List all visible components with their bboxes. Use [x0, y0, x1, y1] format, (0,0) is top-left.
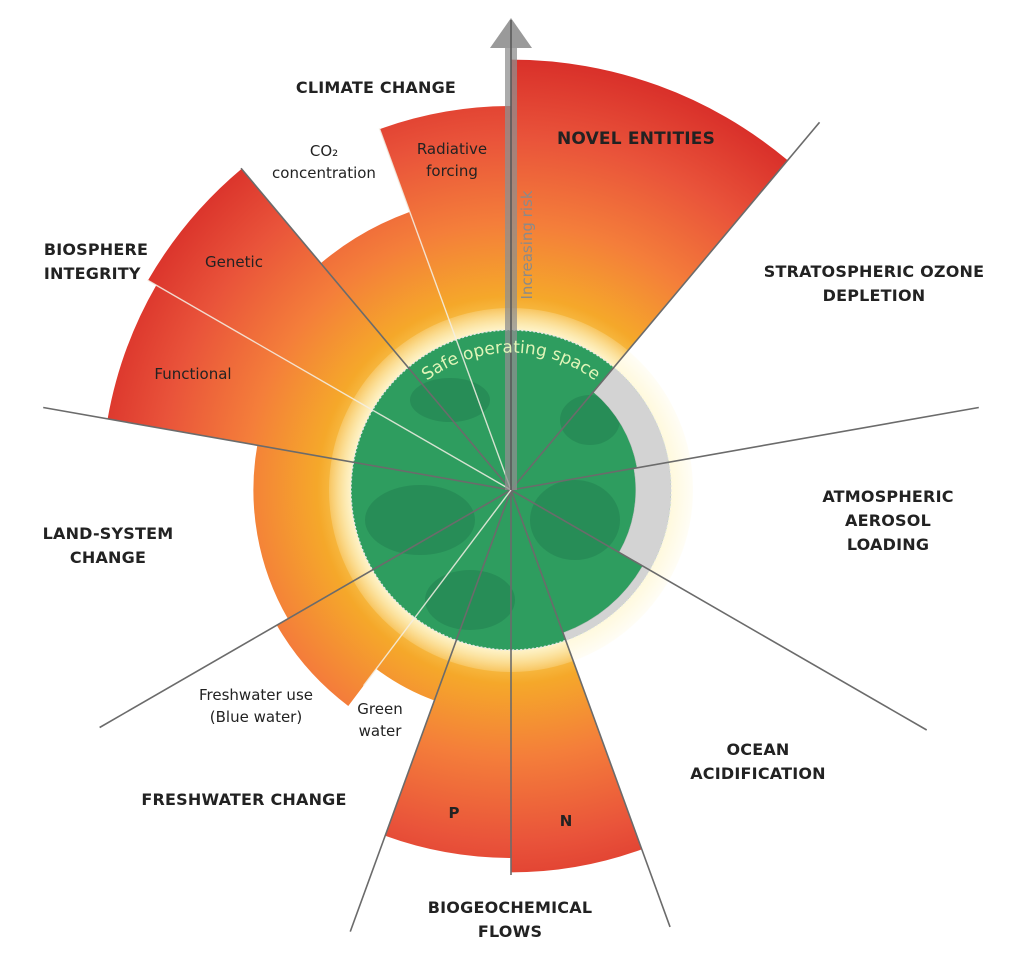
label-blue-water: Freshwater use(Blue water) — [199, 686, 313, 726]
sub-boundary-separator — [362, 489, 512, 687]
label-genetic: Genetic — [205, 253, 263, 271]
boundary-separator — [43, 406, 512, 491]
wedge-unused-stratospheric-ozone-depletion-0 — [593, 367, 669, 468]
wedge-biosphere-integrity-genetic — [147, 168, 410, 411]
wedge-unused-ocean-acidification-0 — [562, 566, 650, 641]
boundary-separator — [510, 121, 821, 491]
wedge-unused-atmospheric-aerosol-loading-0 — [619, 462, 671, 570]
globe-landmass — [425, 570, 515, 630]
wedge-climate-change-co2-concentration — [320, 211, 457, 369]
label-functional: Functional — [154, 365, 232, 383]
sub-boundary-separator — [146, 279, 512, 491]
globe-landmass — [530, 480, 620, 560]
wedge-ocean-acidification-0 — [510, 489, 643, 634]
increasing-risk-label: Increasing risk — [518, 190, 536, 300]
wedge-biogeochemical-flows-n — [511, 638, 642, 873]
boundary-separator — [510, 489, 671, 928]
label-novel-entities: NOVEL ENTITIES — [556, 129, 716, 149]
label-p: P — [448, 804, 460, 822]
wedge-atmospheric-aerosol-loading-0 — [510, 468, 636, 553]
globe-landmass — [560, 395, 620, 445]
label-freshwater-change: FRESHWATER CHANGE — [141, 790, 347, 809]
boundary-separator — [349, 489, 512, 932]
globe-landmass — [410, 378, 490, 422]
label-climate-change: CLIMATE CHANGE — [295, 78, 457, 97]
boundary-separator — [240, 167, 512, 491]
wedge-biosphere-integrity-functional — [107, 285, 375, 463]
boundary-separator — [510, 489, 928, 731]
sub-boundary-separator — [378, 127, 512, 491]
wedge-biogeochemical-flows-p — [385, 638, 511, 858]
wedge-stratospheric-ozone-depletion-0 — [510, 391, 638, 491]
boundary-separator — [510, 406, 979, 491]
wedge-climate-change-radiative-forcing — [379, 106, 511, 342]
label-n: N — [559, 812, 573, 830]
wedge-novel-entities-0 — [511, 59, 788, 369]
globe-landmass — [365, 485, 475, 555]
boundary-separator — [99, 489, 512, 729]
increasing-risk-arrow — [490, 18, 532, 490]
